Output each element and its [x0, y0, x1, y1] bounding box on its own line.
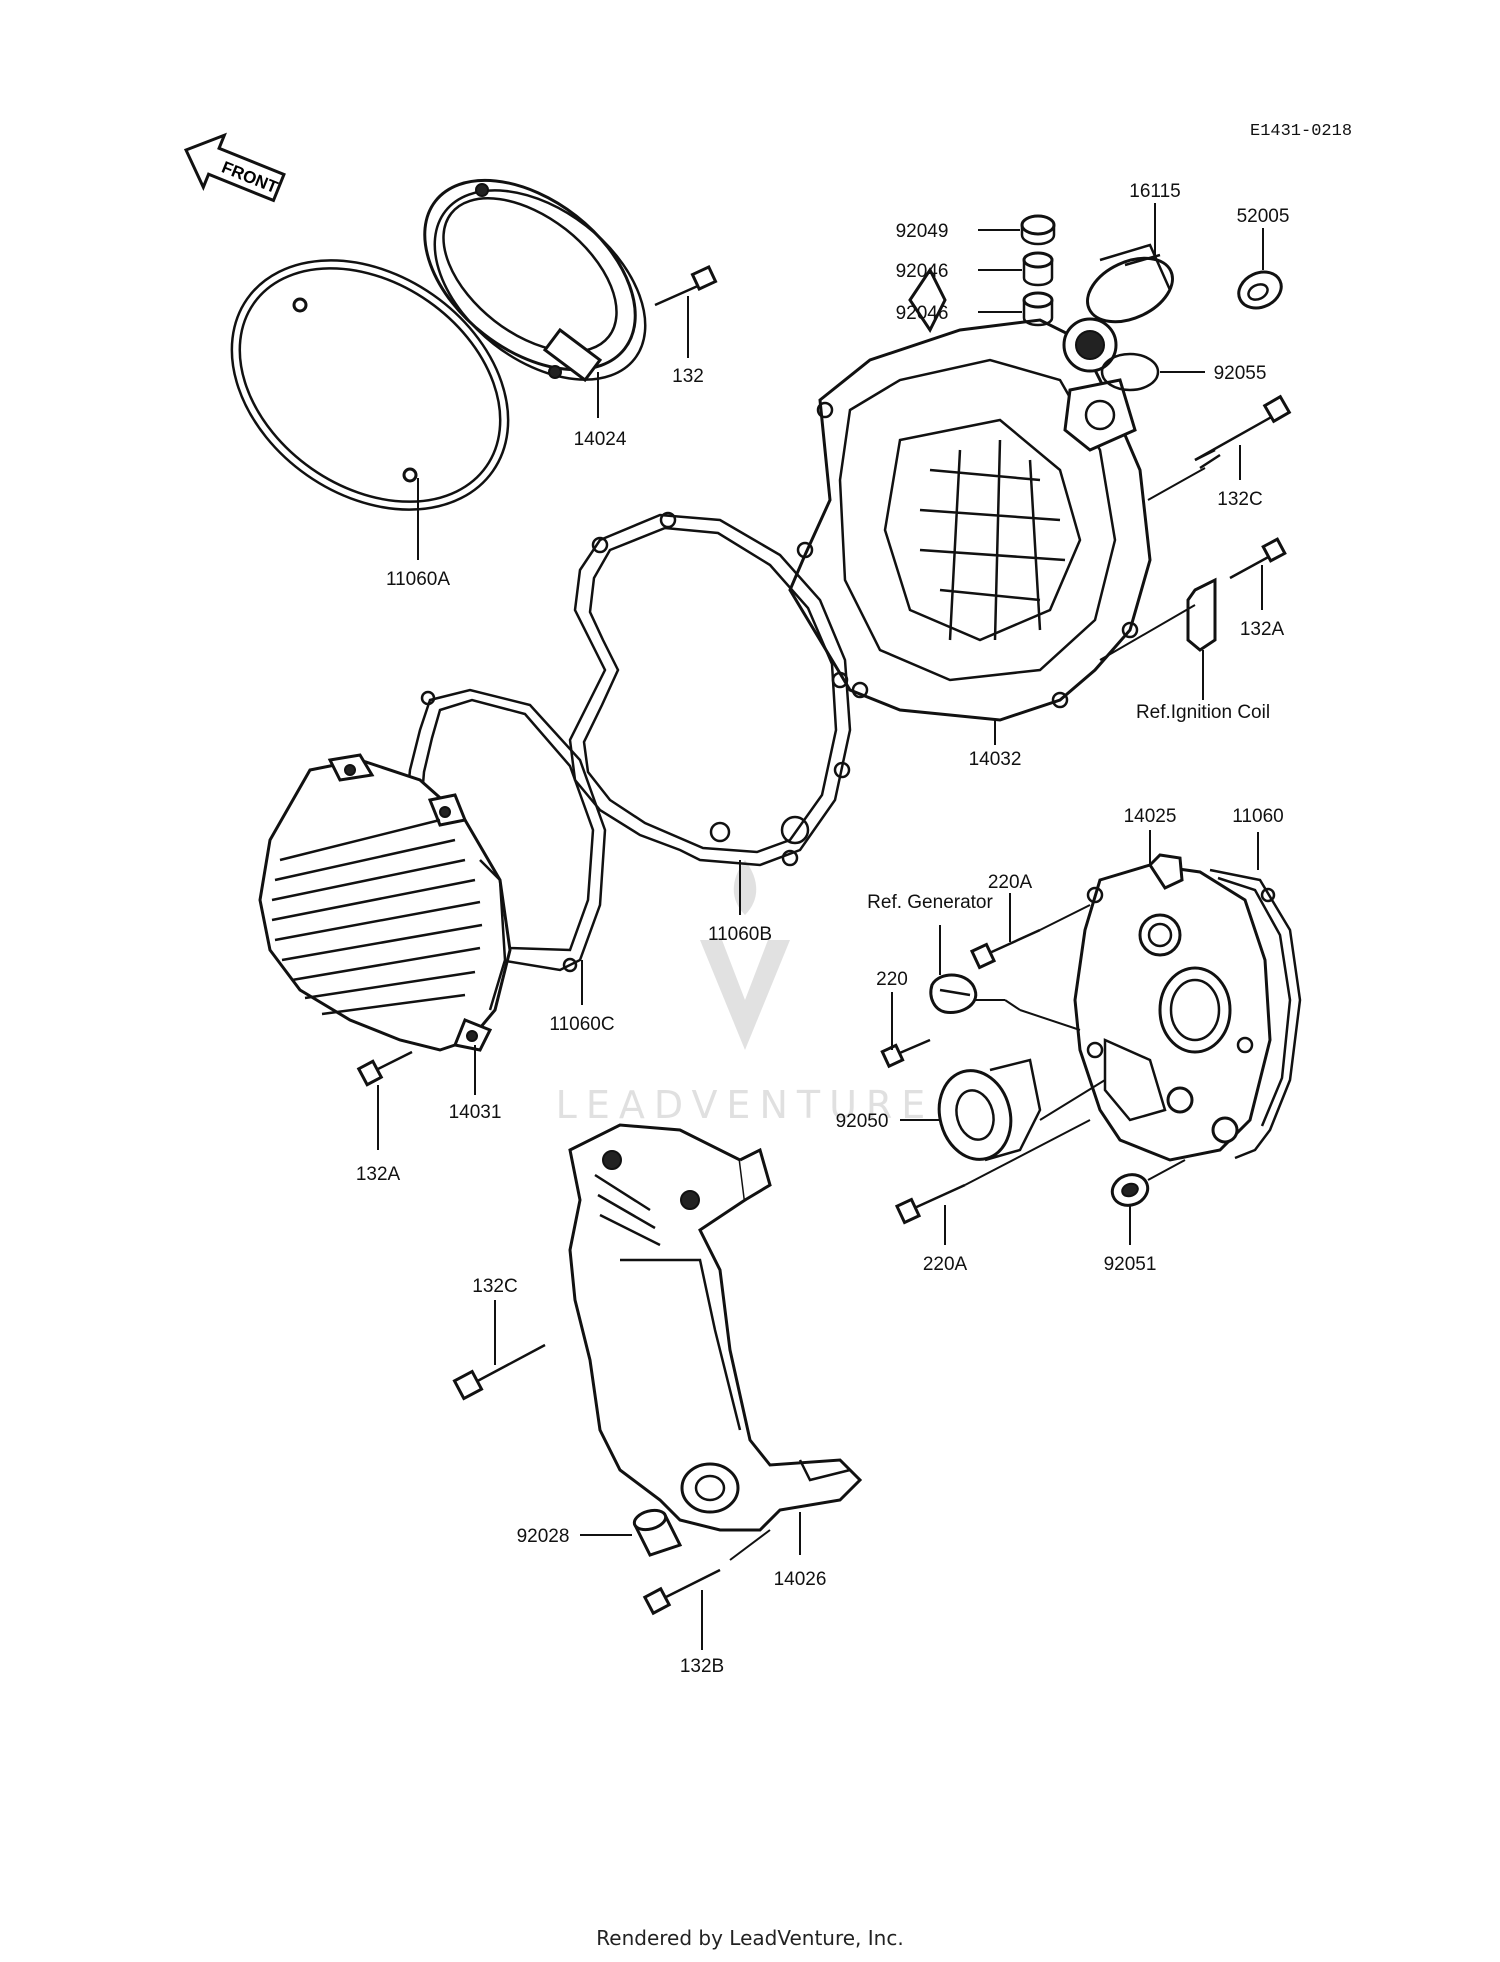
part-14032-clutch-cover [788, 267, 1152, 722]
label-132A-right: 132A [1240, 619, 1285, 640]
part-11060-gasket [1209, 868, 1302, 1160]
label-132A-left: 132A [356, 1164, 401, 1185]
label-220: 220 [876, 969, 908, 990]
part-132-bolt [654, 264, 718, 307]
part-132A-bolt-right [1229, 537, 1287, 580]
part-14031-generator-cover [258, 753, 512, 1052]
part-132C-bolt-lower [452, 1343, 546, 1401]
part-92046-bushing-upper [1022, 251, 1054, 287]
label-11060: 11060 [1232, 806, 1283, 827]
part-14024-cover-ring [423, 178, 647, 383]
label-14031: 14031 [449, 1102, 502, 1123]
part-92028-dowel [632, 1508, 683, 1557]
part-16115-filler-cap [1086, 243, 1174, 324]
part-220A-bolt-lower [894, 1183, 966, 1225]
part-92051-seal [1110, 1173, 1150, 1207]
generator-clamp-bracket [929, 973, 978, 1015]
front-arrow-icon: FRONT [183, 132, 286, 203]
part-14025-housing-cover [1073, 853, 1272, 1162]
part-92050-oil-seal [937, 1058, 1042, 1162]
footer-credit: Rendered by LeadVenture, Inc. [596, 1926, 904, 1950]
label-14024: 14024 [574, 429, 627, 450]
part-11060B-gasket [568, 511, 852, 867]
label-92051: 92051 [1104, 1254, 1157, 1275]
label-132: 132 [672, 366, 704, 387]
label-132C-lower: 132C [472, 1276, 517, 1297]
leadventure-watermark: LEADVENTURE [556, 860, 935, 1127]
label-220A-upper: 220A [988, 872, 1033, 893]
ref-generator-label: Ref. Generator [867, 892, 993, 913]
label-14026: 14026 [774, 1569, 827, 1590]
label-92055: 92055 [1214, 363, 1267, 384]
part-14026-sprocket-cover [568, 1123, 863, 1532]
label-11060A: 11060A [386, 569, 450, 590]
label-92046-lower: 92046 [896, 303, 949, 324]
label-92049: 92049 [896, 221, 949, 242]
label-14032: 14032 [969, 749, 1022, 770]
label-16115: 16115 [1129, 181, 1180, 202]
part-92055-o-ring [1100, 352, 1160, 392]
part-52005-seal [1237, 270, 1283, 310]
part-132C-bolt-upper [1194, 394, 1292, 470]
label-92028: 92028 [517, 1526, 570, 1547]
label-132C-upper: 132C [1217, 489, 1262, 510]
label-11060B: 11060B [708, 924, 772, 945]
watermark-text: LEADVENTURE [556, 1083, 935, 1127]
part-92049-cap [1020, 214, 1056, 246]
label-92046-upper: 92046 [896, 261, 949, 282]
part-132B-bolt [642, 1568, 721, 1616]
part-220A-bolt-upper [969, 928, 1041, 970]
part-11060A-gasket [230, 259, 510, 511]
label-11060C: 11060C [549, 1014, 614, 1035]
label-52005: 52005 [1237, 206, 1290, 227]
label-92050: 92050 [836, 1111, 889, 1132]
label-14025: 14025 [1124, 806, 1177, 827]
label-220A-lower: 220A [923, 1254, 968, 1275]
label-132B: 132B [680, 1656, 724, 1677]
part-92046-bushing-lower [1022, 291, 1054, 327]
diagram-code: E1431-0218 [1250, 122, 1352, 141]
part-220-bolt [880, 1038, 931, 1069]
ref-ignition-coil-label: Ref.Ignition Coil [1136, 702, 1270, 723]
ignition-coil-bracket [1186, 577, 1217, 652]
part-132A-bolt-left [356, 1050, 413, 1087]
